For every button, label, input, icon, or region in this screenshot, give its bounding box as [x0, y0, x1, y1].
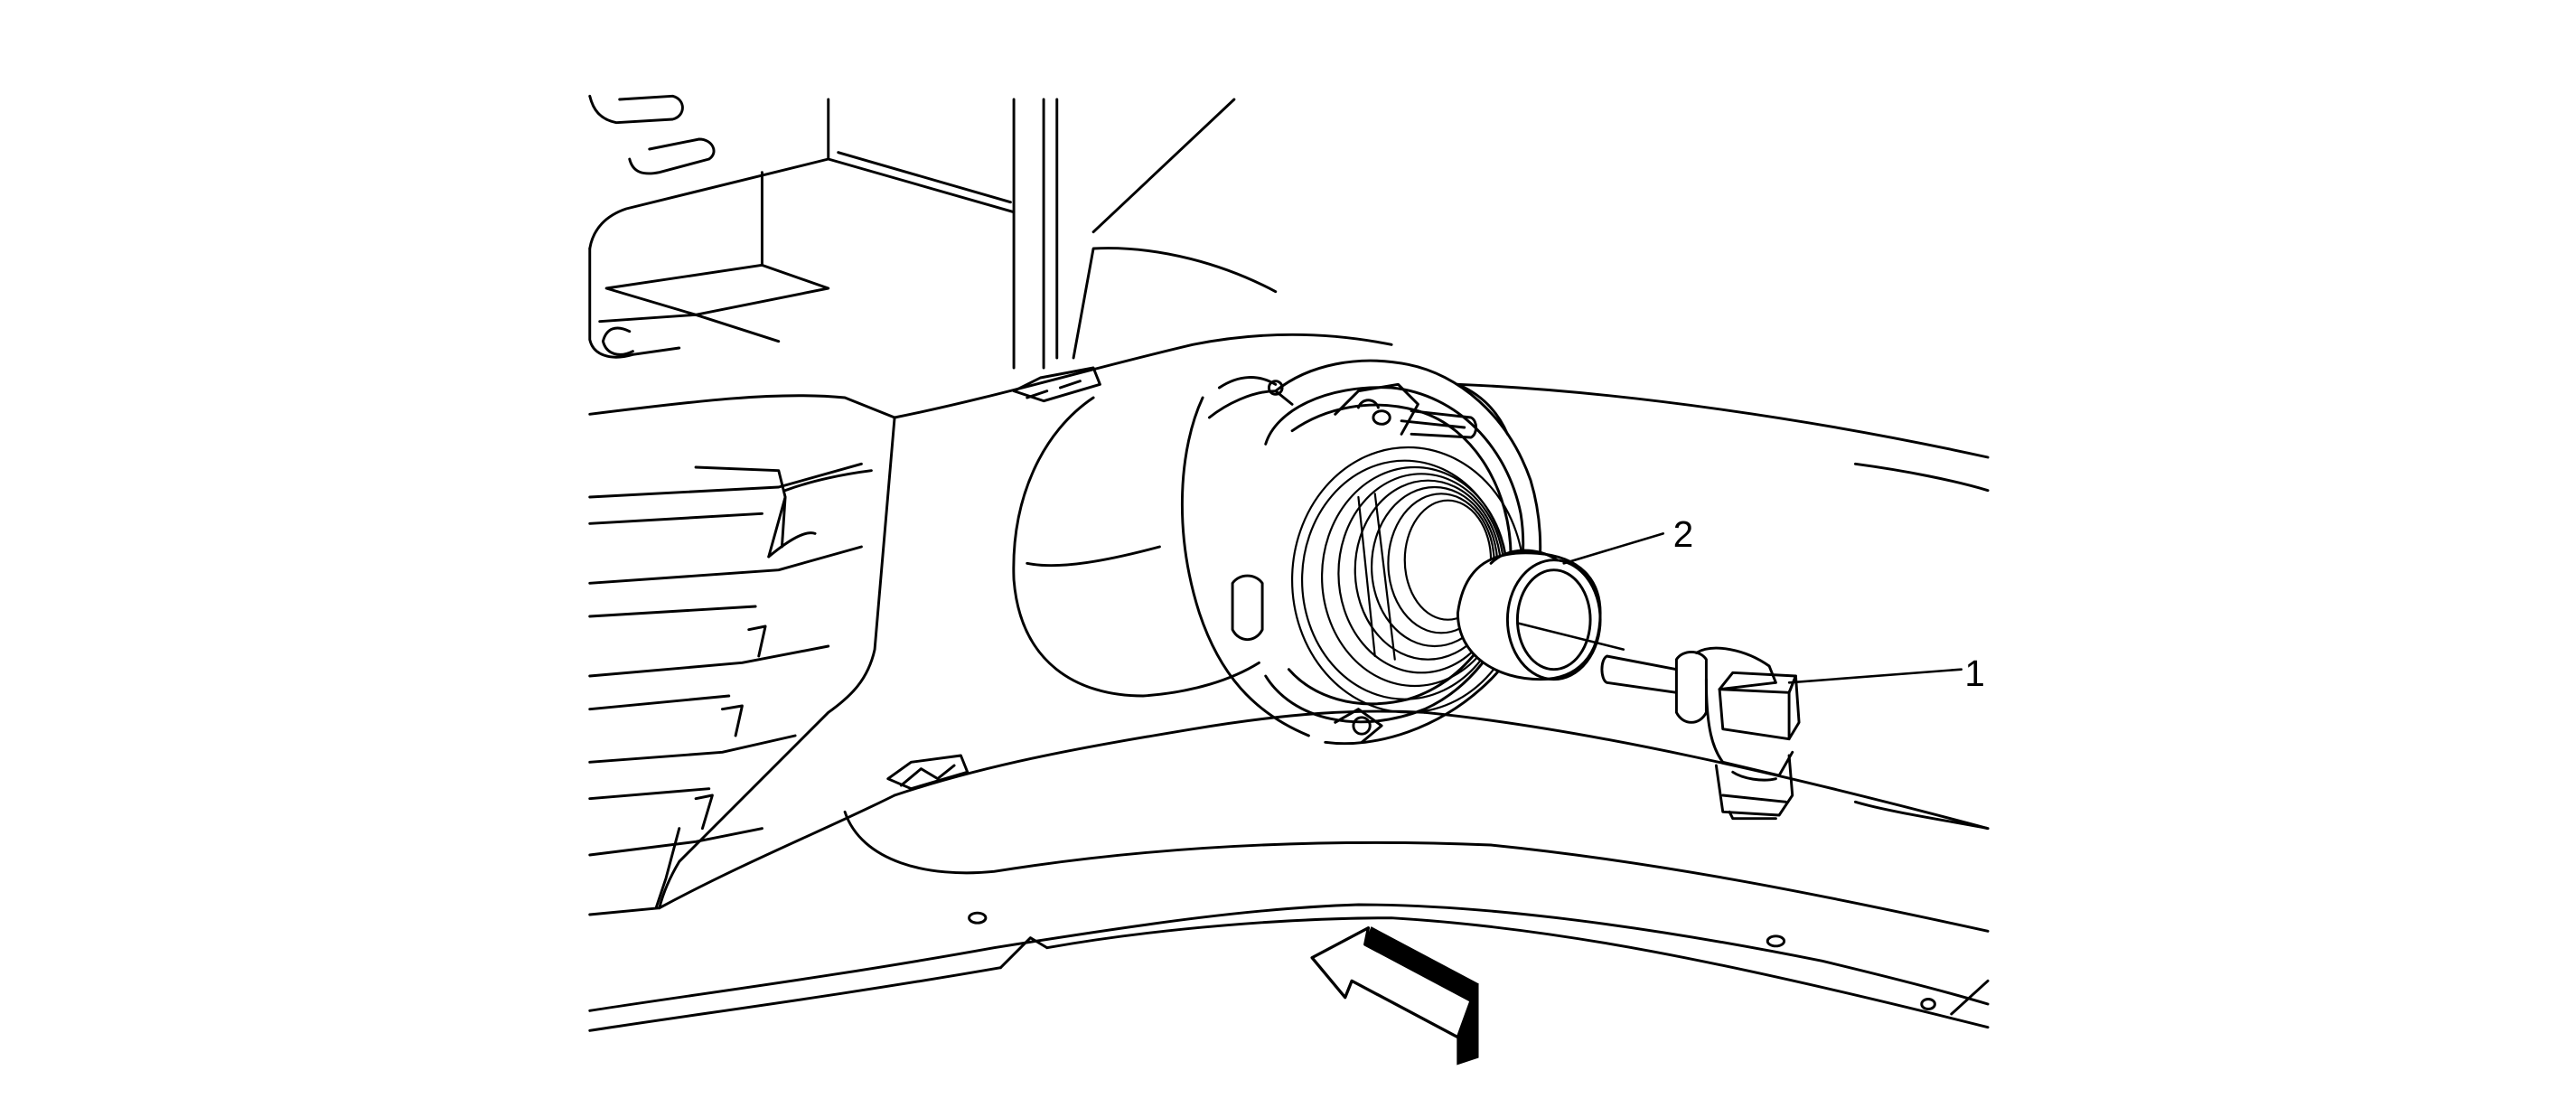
leader-line-1: [1787, 668, 1963, 684]
view-direction-arrow: [1310, 926, 1479, 1066]
leader-line-2: [1562, 532, 1665, 565]
fascia-outline: [588, 333, 1990, 1032]
fascia-clips: [886, 366, 1101, 791]
lamp-housing: [1012, 359, 1542, 746]
bulb-socket-opening: [1456, 549, 1602, 681]
leader-lines: [1516, 532, 1963, 684]
fog-lamp-bulb: [1600, 646, 1801, 821]
callout-label-2: 2: [1673, 513, 1693, 555]
upper-bracket: [588, 94, 1278, 370]
grille-slats: [588, 462, 873, 910]
callout-label-1: 1: [1964, 653, 1984, 694]
